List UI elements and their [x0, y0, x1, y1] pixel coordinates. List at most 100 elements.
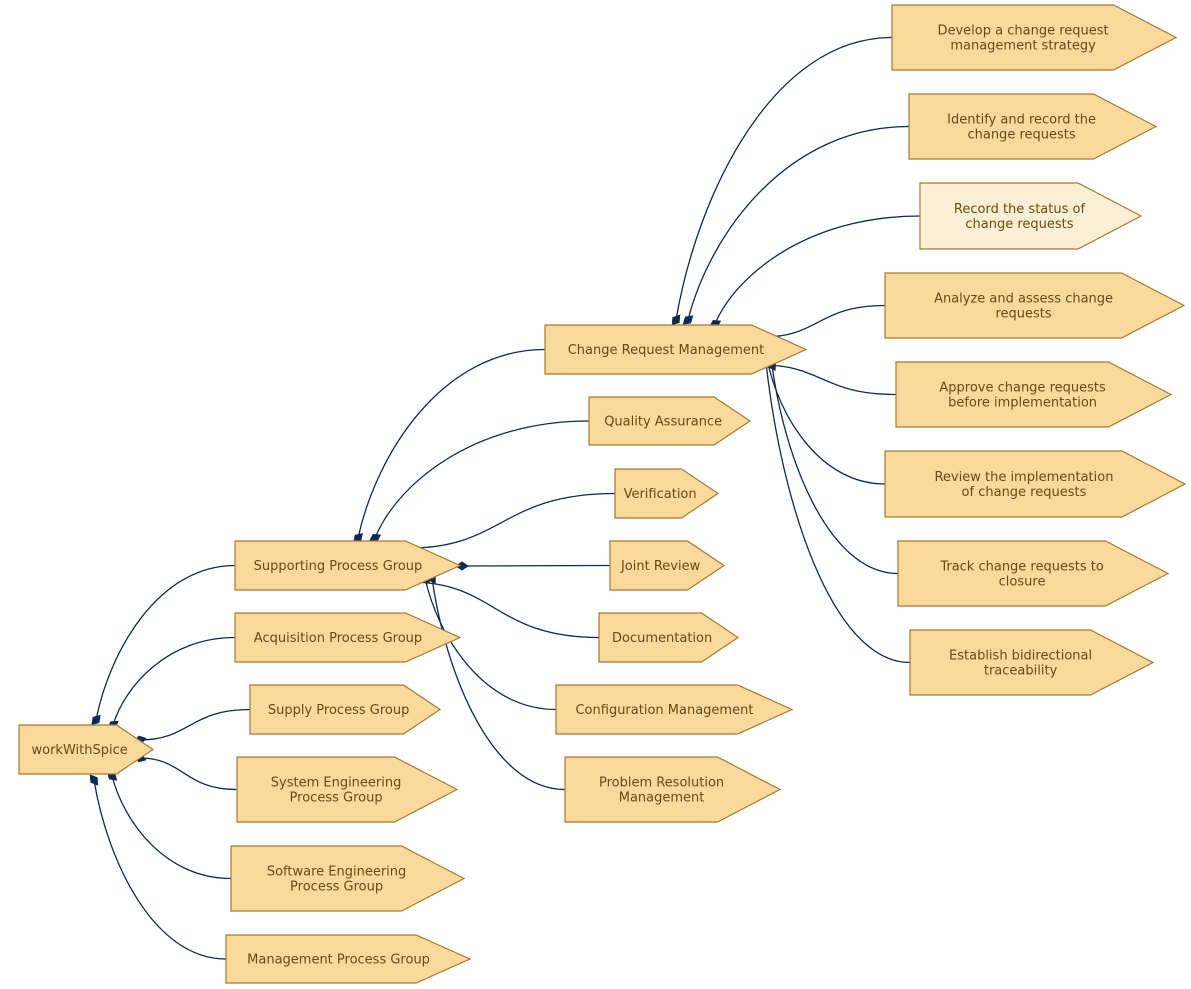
node-changeReq[interactable]: Change Request Management: [544, 324, 808, 375]
node-shape: [897, 540, 1170, 607]
node-label: Change Request Management: [568, 343, 764, 358]
node-label: Software Engineering: [267, 865, 406, 880]
edge-supporting-to-changeReq: [357, 348, 546, 539]
composition-diamond-icon: [368, 534, 382, 542]
node-shape: [230, 845, 466, 912]
node-management[interactable]: Management Process Group: [225, 934, 472, 984]
composition-diamond-icon: [91, 714, 101, 726]
node-shape: [884, 450, 1187, 518]
node-label: Identify and record the: [947, 113, 1096, 128]
node-shape: [909, 629, 1155, 696]
node-label: Track change requests to: [939, 560, 1104, 575]
edge-changeReq-to-crStatus: [714, 215, 921, 325]
node-label: System Engineering: [271, 776, 402, 791]
node-acquisition[interactable]: Acquisition Process Group: [234, 612, 462, 663]
node-label: Process Group: [290, 880, 383, 895]
node-shape: [588, 396, 752, 446]
node-shape: [919, 182, 1143, 250]
node-shape: [614, 468, 720, 519]
node-supply[interactable]: Supply Process Group: [249, 684, 442, 735]
edge-workWithSpice-to-supply: [139, 708, 251, 741]
node-shape: [609, 540, 726, 591]
node-shape: [234, 540, 462, 591]
node-label: Establish bidirectional: [949, 649, 1092, 664]
node-shape: [249, 684, 442, 735]
node-shape: [225, 934, 472, 984]
node-qa[interactable]: Quality Assurance: [588, 396, 752, 446]
nodes-layer: workWithSpice Supporting Process GroupAcq…: [18, 4, 1187, 984]
edge-changeReq-to-crTrack: [771, 364, 899, 575]
edge-supporting-to-problemRes: [431, 577, 566, 791]
node-label: Joint Review: [620, 559, 701, 574]
node-shape: [908, 93, 1158, 160]
node-configMgmt[interactable]: Configuration Management: [555, 684, 794, 735]
node-verification[interactable]: Verification: [614, 468, 720, 519]
node-label: workWithSpice: [31, 743, 127, 758]
node-label: Configuration Management: [575, 703, 753, 718]
node-label: closure: [999, 575, 1046, 590]
edge-workWithSpice-to-softwareEng: [111, 775, 232, 880]
node-label: change requests: [965, 217, 1073, 232]
edge-workWithSpice-to-systemEng: [139, 757, 238, 791]
edge-changeReq-to-crAnalyze: [763, 304, 886, 338]
edge-changeReq-to-crTrace: [765, 361, 911, 664]
node-label: requests: [995, 307, 1051, 322]
edges-layer: [89, 36, 921, 960]
node-label: Documentation: [612, 631, 712, 646]
composition-diamond-icon: [89, 774, 99, 786]
node-label: Problem Resolution: [599, 776, 724, 791]
node-shape: [236, 756, 459, 823]
edge-workWithSpice-to-acquisition: [112, 636, 236, 726]
node-shape: [895, 361, 1173, 428]
node-label: Verification: [624, 487, 697, 502]
composition-diamond-icon: [671, 314, 681, 326]
node-label: Process Group: [290, 791, 383, 806]
node-label: of change requests: [962, 485, 1087, 500]
edge-supporting-to-verification: [409, 492, 616, 549]
edge-supporting-to-jointReview: [461, 564, 611, 567]
node-label: management strategy: [950, 39, 1096, 54]
node-label: change requests: [967, 128, 1075, 143]
node-label: Acquisition Process Group: [254, 631, 422, 646]
node-label: Management Process Group: [247, 953, 430, 968]
composition-diamond-icon: [455, 561, 469, 571]
edge-supporting-to-configMgmt: [424, 577, 557, 711]
node-shape: [234, 612, 462, 663]
node-documentation[interactable]: Documentation: [598, 612, 740, 663]
edge-supporting-to-documentation: [409, 581, 600, 639]
node-shape: [884, 272, 1186, 339]
node-shape: [891, 4, 1178, 71]
composition-diamond-icon: [682, 315, 694, 325]
node-supporting[interactable]: Supporting Process Group: [234, 540, 462, 591]
node-label: Analyze and assess change: [934, 292, 1113, 307]
node-label: Management: [619, 791, 705, 806]
node-workWithSpice[interactable]: workWithSpice: [18, 724, 155, 775]
node-shape: [555, 684, 794, 735]
edge-changeReq-to-crStrategy: [675, 36, 893, 321]
node-label: Record the status of: [954, 202, 1086, 217]
node-shape: [18, 724, 155, 775]
node-label: before implementation: [948, 396, 1097, 411]
node-jointReview[interactable]: Joint Review: [609, 540, 726, 591]
node-shape: [564, 756, 782, 823]
node-label: Develop a change request: [937, 24, 1108, 39]
node-shape: [544, 324, 808, 375]
node-label: traceability: [984, 664, 1058, 679]
node-label: Approve change requests: [939, 381, 1106, 396]
node-label: Supporting Process Group: [254, 559, 423, 574]
edge-changeReq-to-crReview: [767, 362, 886, 485]
edge-changeReq-to-crApprove: [761, 364, 897, 396]
edge-supporting-to-qa: [374, 420, 590, 539]
